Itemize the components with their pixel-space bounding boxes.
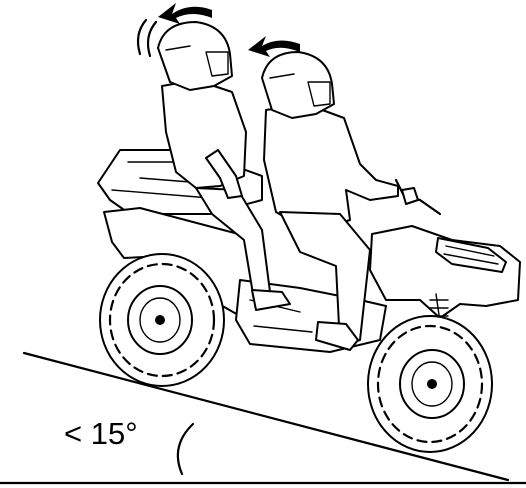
rear-wheel (100, 254, 224, 386)
lean-arrow-rear-icon (158, 3, 212, 24)
motion-mark-outer (138, 20, 146, 54)
driver-helmet (262, 52, 334, 118)
slope-angle-label: < 15° (64, 418, 138, 449)
passenger-helmet (158, 22, 232, 90)
front-wheel (368, 316, 492, 452)
motion-mark-inner (148, 22, 156, 56)
angle-arc (178, 424, 193, 474)
